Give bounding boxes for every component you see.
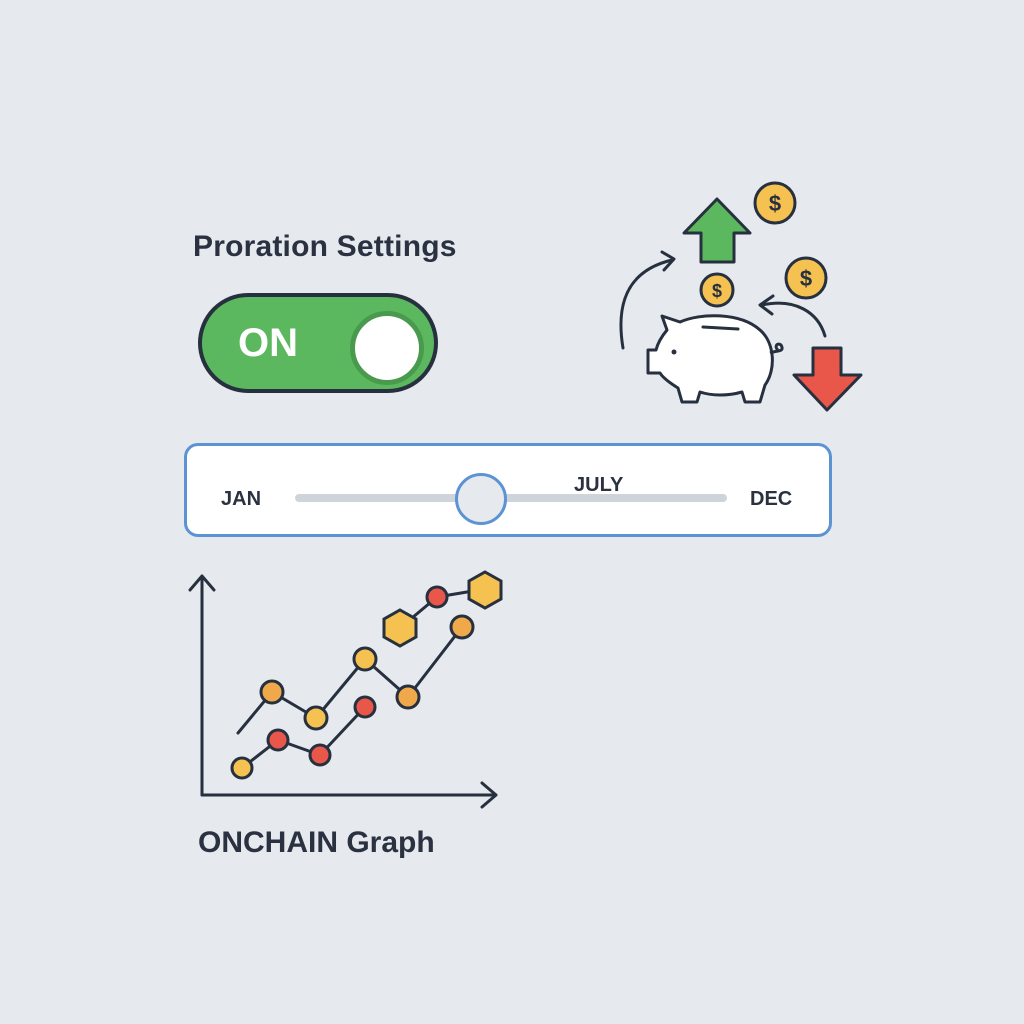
svg-text:$: $ [769,191,781,216]
down-arrow-icon [792,346,863,412]
toggle-label: ON [238,321,298,365]
series-lower-line [240,705,367,770]
slider-track[interactable] [295,494,727,502]
dollar-coin-icon: $ $ $ [699,181,828,308]
piggy-bank-illustration: $ $ $ [619,181,863,412]
graph-title: ONCHAIN Graph [198,826,435,859]
up-arrow-icon [682,197,752,264]
y-axis [188,574,216,797]
curved-arrow-icon [619,250,827,350]
data-points [230,570,503,780]
toggle-knob[interactable] [350,311,424,385]
onchain-line-chart [188,570,503,809]
x-axis [200,781,498,809]
piggy-bank-icon [646,314,784,404]
slider-start-label: JAN [221,488,262,510]
slider-end-label: DEC [750,488,793,510]
hexagon-node-icon [382,608,418,648]
slider-current-label: JULY [574,474,624,496]
svg-text:$: $ [712,281,722,301]
svg-text:$: $ [800,266,812,291]
slider-thumb[interactable] [455,473,507,525]
proration-toggle[interactable]: ON [198,293,438,393]
settings-title: Proration Settings [193,230,457,263]
hexagon-node-icon [467,570,503,610]
period-slider-card: JAN JULY DEC [184,443,832,537]
